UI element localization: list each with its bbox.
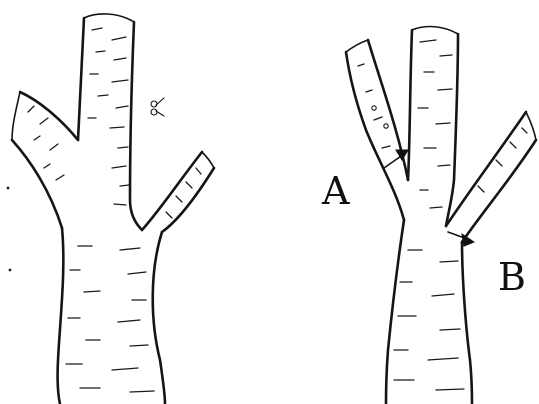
right-tree-right-branch-lower [462, 140, 536, 242]
right-tree-right-branch-tip [526, 112, 536, 140]
label-a: A [321, 169, 350, 213]
left-tree-left-branch-upper [20, 92, 78, 140]
right-tree-leader-right-edge [446, 34, 458, 226]
left-tree-right-branch-tip [202, 152, 214, 168]
left-tree-bark-hatching [28, 28, 201, 392]
right-tree-leader-left-edge [408, 30, 412, 180]
speck [9, 269, 12, 272]
speck [7, 187, 10, 190]
right-tree [346, 27, 536, 404]
left-tree-trunk-right-edge [153, 232, 165, 404]
left-tree-leader-left-edge [78, 18, 84, 140]
label-b: B [498, 255, 526, 299]
scissors-icon [151, 98, 164, 116]
left-tree-right-branch-lower [162, 168, 214, 232]
left-tree-trunk [58, 228, 64, 404]
right-tree-trunk-left-edge [386, 220, 404, 404]
left-tree-leader-right-edge [130, 22, 142, 230]
right-tree-trunk-right-edge [462, 242, 472, 404]
left-tree-left-branch-lower [12, 140, 62, 228]
right-tree-left-branch-tip [346, 40, 368, 52]
left-tree [7, 14, 214, 404]
left-tree-leader-top [84, 14, 134, 22]
right-tree-leader-top [412, 27, 458, 34]
left-tree-left-branch-tip [12, 92, 20, 140]
right-tree-left-branch-lower [346, 52, 404, 220]
